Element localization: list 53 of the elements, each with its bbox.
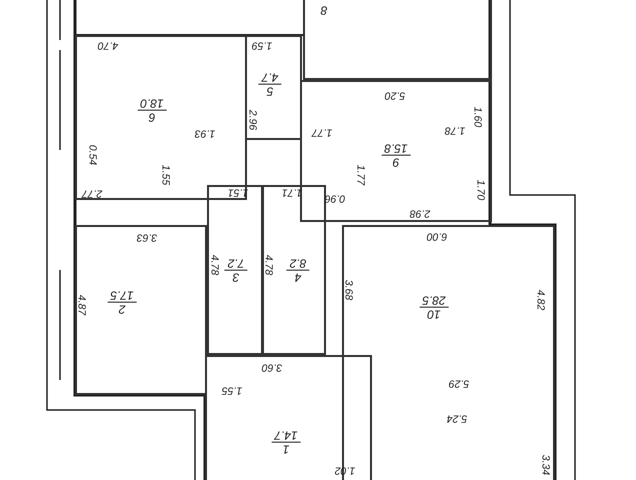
room-outline bbox=[207, 185, 263, 355]
room-area: 15.8 bbox=[381, 141, 411, 156]
dimension-label: 2.77 bbox=[82, 188, 102, 198]
room-area: 28.5 bbox=[419, 293, 449, 308]
dimension-label: 6.00 bbox=[426, 230, 448, 242]
dimension-label: 1.78 bbox=[444, 124, 466, 136]
dimension-label: 0.54 bbox=[86, 144, 98, 166]
room-number: 9 bbox=[392, 156, 400, 169]
dimension-label: 3.68 bbox=[342, 280, 354, 300]
dimension-label: 1.77 bbox=[312, 126, 332, 138]
dimension-label: 1.70 bbox=[474, 180, 486, 200]
room-outline bbox=[262, 185, 326, 355]
dimension-label: 4.82 bbox=[534, 290, 546, 310]
room-outline bbox=[245, 35, 302, 140]
dimension-label: 2.96 bbox=[246, 110, 258, 130]
dimension-label: 1.93 bbox=[194, 128, 216, 138]
room-number: 1 bbox=[282, 442, 290, 456]
dimension-label: 3.34 bbox=[540, 454, 550, 476]
dimension-label: 3.60 bbox=[262, 362, 282, 372]
dimension-label: 4.87 bbox=[76, 294, 86, 316]
room-area: 7.2 bbox=[224, 256, 248, 270]
dimension-label: 5.20 bbox=[384, 90, 406, 100]
room-number: 2 bbox=[118, 302, 126, 316]
dimension-label: 0.96 bbox=[324, 192, 346, 204]
dimension-label: 3.63 bbox=[136, 232, 158, 242]
dimension-label: 1.60 bbox=[472, 106, 482, 128]
dimension-label: 2.98 bbox=[410, 208, 430, 218]
room-area: 14.7 bbox=[271, 428, 301, 442]
room-number: 3 bbox=[232, 270, 240, 284]
room-number: 4 bbox=[294, 270, 302, 284]
room-outline bbox=[300, 80, 492, 222]
dimension-label: 1.02 bbox=[334, 464, 356, 476]
room-number: 8 bbox=[320, 3, 328, 17]
room-number: 10 bbox=[426, 308, 442, 321]
dimension-label: 1.77 bbox=[354, 164, 366, 186]
dimension-label: 5.29 bbox=[448, 378, 470, 388]
room-area: 18.0 bbox=[137, 96, 167, 110]
dimension-label: 1.59 bbox=[252, 40, 272, 50]
room-outline bbox=[205, 355, 372, 480]
room-number: 6 bbox=[148, 110, 156, 124]
room-area: 8.2 bbox=[286, 256, 310, 270]
room-area: 4.7 bbox=[258, 70, 282, 84]
room-outline bbox=[75, 35, 247, 200]
room-outline bbox=[75, 225, 207, 395]
room-area: 17.5 bbox=[107, 288, 137, 302]
room-outline bbox=[303, 0, 492, 80]
dimension-label: 4.78 bbox=[208, 254, 220, 276]
dimension-label: 5.24 bbox=[446, 412, 468, 424]
dimension-label: 1.55 bbox=[222, 384, 242, 396]
dimension-label: 4.78 bbox=[262, 254, 274, 276]
dimension-label: 4.70 bbox=[98, 40, 118, 50]
dimension-label: 1.55 bbox=[160, 164, 170, 186]
room-number: 5 bbox=[266, 84, 274, 98]
